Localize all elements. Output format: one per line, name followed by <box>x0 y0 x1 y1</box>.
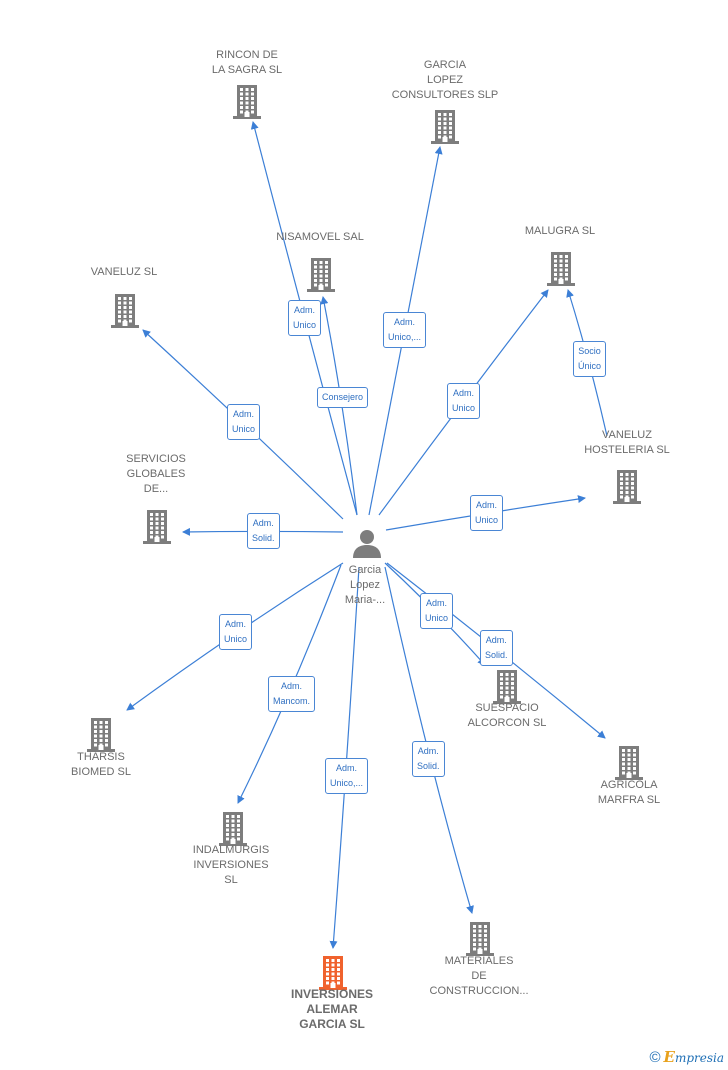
edge-label[interactable]: Adm. Unico <box>288 300 322 336</box>
company-node-tharsis[interactable] <box>86 717 116 753</box>
company-node-nisamovel[interactable] <box>306 257 336 293</box>
company-node-malugra[interactable] <box>546 251 576 287</box>
edge-label[interactable]: Adm. Solid. <box>247 513 280 549</box>
company-label-malugra[interactable]: MALUGRA SL <box>524 225 596 237</box>
building-icon <box>307 258 335 292</box>
company-label-vaneluz[interactable]: VANELUZ SL <box>90 266 158 278</box>
company-label-servicios[interactable]: SERVICIOS GLOBALES DE... <box>126 453 186 495</box>
company-node-agricola[interactable] <box>614 745 644 781</box>
person-node[interactable] <box>351 527 383 559</box>
company-label-agricola[interactable]: AGRICOLA MARFRA SL <box>597 779 661 806</box>
company-node-vaneluz[interactable] <box>110 293 140 329</box>
edge-label[interactable]: Adm. Unico <box>227 404 261 440</box>
edge-label[interactable]: Consejero <box>317 387 369 408</box>
building-icon <box>319 956 347 990</box>
edge-label[interactable]: Adm. Unico <box>447 383 481 419</box>
edge-label[interactable]: Adm. Unico,... <box>325 758 369 794</box>
company-label-nisamovel[interactable]: NISAMOVEL SAL <box>276 231 364 243</box>
building-icon <box>466 922 494 956</box>
building-icon <box>431 110 459 144</box>
building-icon <box>87 718 115 752</box>
company-node-inversiones[interactable] <box>318 955 348 991</box>
edge-label[interactable]: Adm. Mancom. <box>268 676 316 712</box>
building-icon <box>547 252 575 286</box>
company-label-indalmurgis[interactable]: INDALMURGIS INVERSIONES SL <box>192 844 270 886</box>
company-node-servicios[interactable] <box>142 509 172 545</box>
company-node-indalmurgis[interactable] <box>218 811 248 847</box>
edge-label[interactable]: Adm. Unico <box>219 614 253 650</box>
brand-logo: ©Empresia <box>649 1048 724 1066</box>
edge-label[interactable]: Adm. Unico <box>420 593 454 629</box>
building-icon <box>143 510 171 544</box>
person-label: Garcia Lopez Maria-... <box>344 564 386 606</box>
brand-initial: E <box>663 1048 675 1066</box>
building-icon <box>493 670 521 704</box>
company-label-inversiones[interactable]: INVERSIONES ALEMAR GARCIA SL <box>290 987 374 1031</box>
company-node-materiales[interactable] <box>465 921 495 957</box>
company-label-tharsis[interactable]: THARSIS BIOMED SL <box>71 751 131 778</box>
building-icon <box>111 294 139 328</box>
edge-label[interactable]: Adm. Unico <box>470 495 504 531</box>
edge-label[interactable]: Adm. Unico,... <box>383 312 427 348</box>
company-label-materiales[interactable]: MATERIALES DE CONSTRUCCION... <box>429 955 529 997</box>
edge-label[interactable]: Adm. Solid. <box>480 630 513 666</box>
person-icon <box>353 530 381 558</box>
building-icon <box>615 746 643 780</box>
company-node-garcia-lopez[interactable] <box>430 109 460 145</box>
copyright-symbol: © <box>649 1049 661 1066</box>
company-label-vaneluz-host[interactable]: VANELUZ HOSTELERIA SL <box>584 429 670 456</box>
building-icon <box>233 85 261 119</box>
building-icon <box>219 812 247 846</box>
building-icon <box>613 470 641 504</box>
company-label-garcia-lopez[interactable]: GARCIA LOPEZ CONSULTORES SLP <box>391 59 499 101</box>
edge-label[interactable]: Adm. Solid. <box>412 741 445 777</box>
brand-name: mpresia <box>674 1051 724 1065</box>
edge-label[interactable]: Socio Único <box>573 341 607 377</box>
company-node-vaneluz-host[interactable] <box>612 469 642 505</box>
company-label-suespacio[interactable]: SUESPACIO ALCORCON SL <box>467 702 547 729</box>
company-node-suespacio[interactable] <box>492 669 522 705</box>
company-node-rincon[interactable] <box>232 84 262 120</box>
company-label-rincon[interactable]: RINCON DE LA SAGRA SL <box>211 49 283 76</box>
